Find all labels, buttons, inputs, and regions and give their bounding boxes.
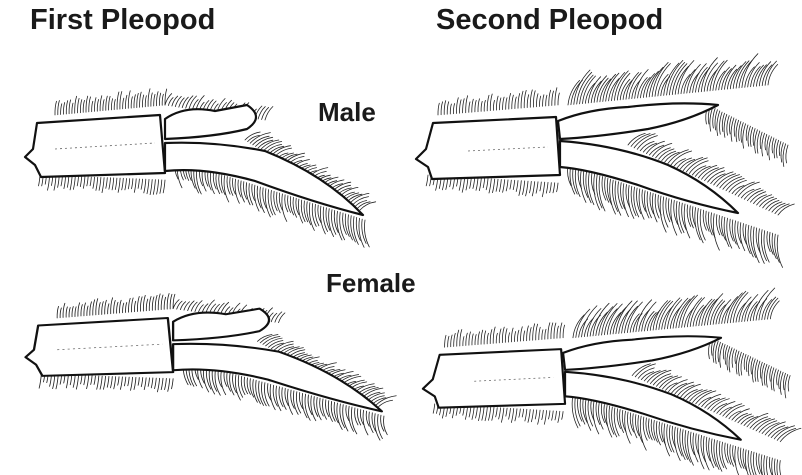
male-second-pleopod-illustration: [408, 65, 798, 245]
female-second-pleopod-illustration: [415, 300, 800, 470]
male-first-pleopod-illustration: [15, 85, 385, 235]
second-pleopod-heading: Second Pleopod: [436, 4, 663, 37]
female-first-pleopod-illustration: [15, 290, 405, 430]
first-pleopod-heading: First Pleopod: [30, 4, 215, 37]
